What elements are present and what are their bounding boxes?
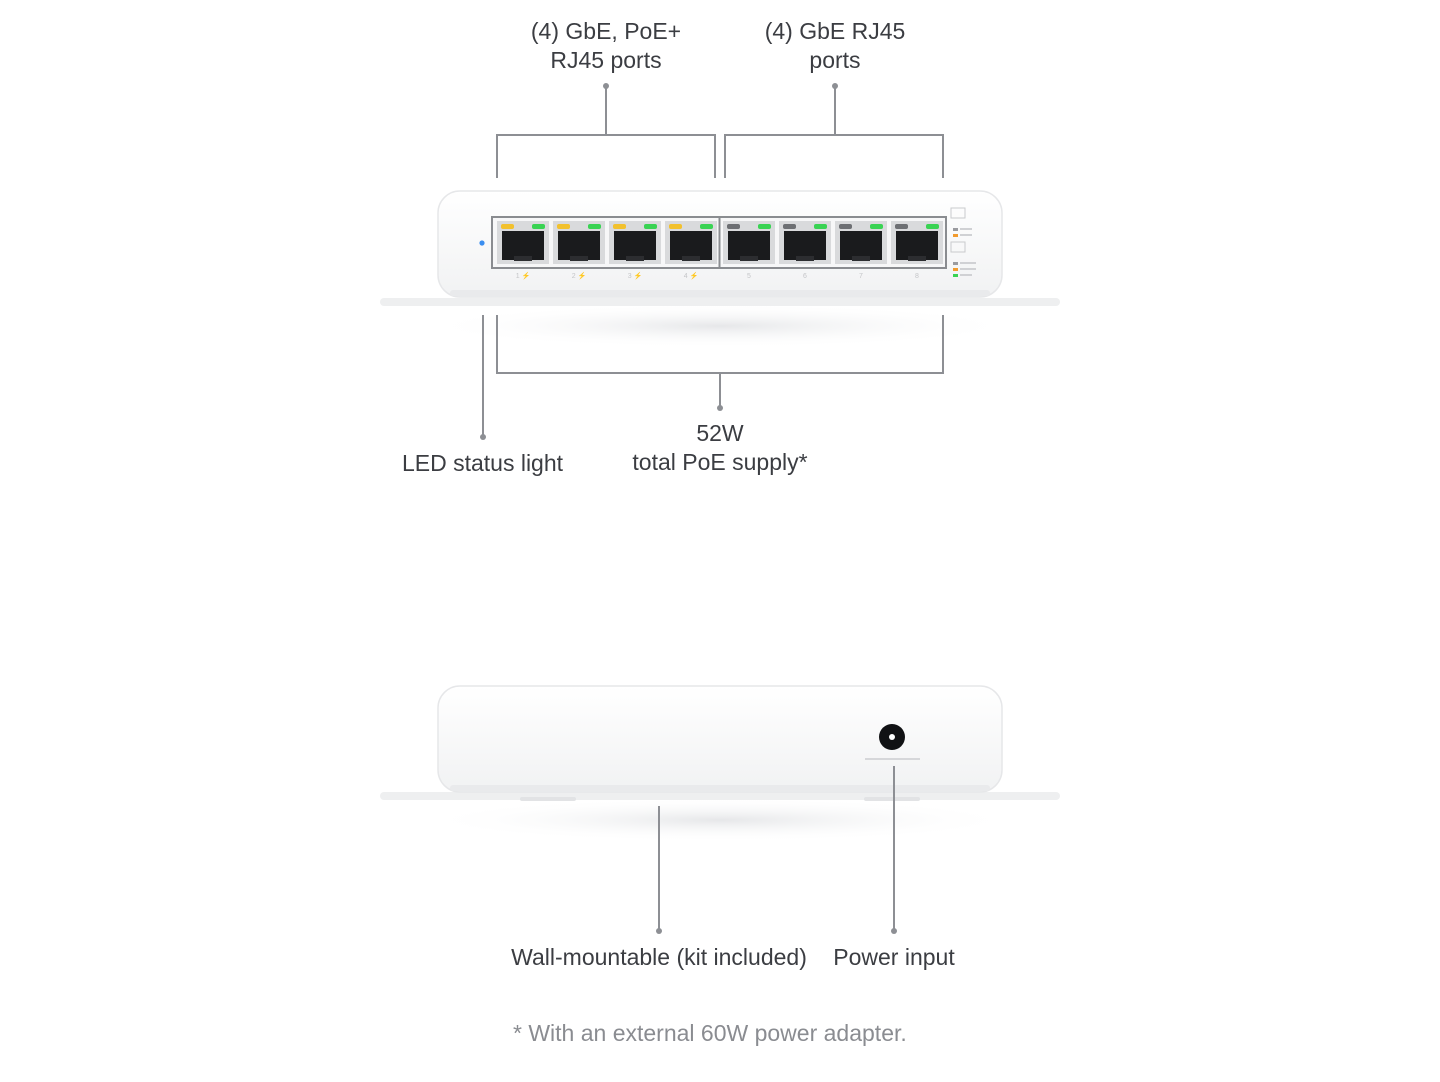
rj45-port [665, 221, 717, 264]
link-led [758, 224, 771, 229]
port-number-label: 1 ⚡ [516, 271, 531, 280]
ports-group [497, 221, 943, 264]
wall-mount-label: Wall-mountable (kit included) [511, 944, 807, 970]
poe-ports-label-line1: (4) GbE, PoE+ [530, 18, 682, 44]
link-led [700, 224, 713, 229]
back-body [437, 685, 1003, 793]
port-number-label: 3 ⚡ [628, 271, 643, 280]
poe-ports-label: (4) GbE, PoE+ RJ45 ports [505, 17, 707, 75]
switch-front-view: 1 ⚡ 2 ⚡ 3 ⚡ 4 ⚡ 5 6 7 8 [380, 190, 1060, 348]
poe-ports-bracket [496, 134, 716, 178]
port-number-label: 6 [803, 273, 807, 280]
front-callout-dots [480, 83, 838, 440]
back-callout-dots [656, 928, 897, 934]
port-number-label: 7 [859, 273, 863, 280]
rj45-port [609, 221, 661, 264]
rj45-port [779, 221, 831, 264]
rj45-port [891, 221, 943, 264]
link-led [870, 224, 883, 229]
front-base-strip [380, 298, 1060, 306]
poe-supply-label-line2: total PoE supply* [632, 449, 808, 475]
gbe-ports-label-line2: ports [809, 47, 861, 73]
power-input-label: Power input [833, 944, 955, 970]
rj45-port [835, 221, 887, 264]
link-led [588, 224, 601, 229]
back-body-lip [450, 785, 990, 791]
back-base-strip [380, 792, 1060, 800]
rj45-port [723, 221, 775, 264]
poe-supply-label: 52W total PoE supply* [610, 419, 830, 477]
poe-led [557, 224, 570, 229]
status-led [479, 240, 485, 246]
power-jack [879, 724, 905, 750]
gbe-ports-bracket [724, 134, 944, 178]
port-number-label: 8 [915, 273, 919, 280]
rj45-port [553, 221, 605, 264]
port-legend [950, 207, 976, 277]
port-number-label: 2 ⚡ [572, 271, 587, 280]
front-body-lip [450, 290, 990, 296]
back-callout-lines [658, 766, 895, 931]
gbe-ports-label: (4) GbE RJ45 ports [740, 17, 930, 75]
poe-led [501, 224, 514, 229]
back-foot-left [520, 797, 576, 801]
poe-ports-label-line2: RJ45 ports [550, 47, 662, 73]
activity-led [839, 224, 852, 229]
front-shadow [420, 304, 1020, 348]
port-number-label: 5 [747, 273, 751, 280]
poe-supply-label-line1: 52W [696, 420, 744, 446]
link-led [644, 224, 657, 229]
activity-led [783, 224, 796, 229]
back-foot-right [864, 797, 920, 801]
link-led [532, 224, 545, 229]
front-callout-lines [482, 86, 944, 437]
back-shadow [420, 798, 1020, 842]
port-labels-group: 1 ⚡ 2 ⚡ 3 ⚡ 4 ⚡ 5 6 7 8 [516, 271, 919, 280]
activity-led [895, 224, 908, 229]
rj45-port [497, 221, 549, 264]
gbe-ports-label-line1: (4) GbE RJ45 [764, 18, 906, 44]
link-led [814, 224, 827, 229]
link-led [926, 224, 939, 229]
poe-led [669, 224, 682, 229]
power-rating-text-mark [865, 758, 920, 760]
poe-led [613, 224, 626, 229]
activity-led [727, 224, 740, 229]
footnote: * With an external 60W power adapter. [513, 1020, 907, 1046]
led-status-label: LED status light [401, 450, 564, 476]
port-number-label: 4 ⚡ [684, 271, 699, 280]
switch-back-view [380, 685, 1060, 842]
